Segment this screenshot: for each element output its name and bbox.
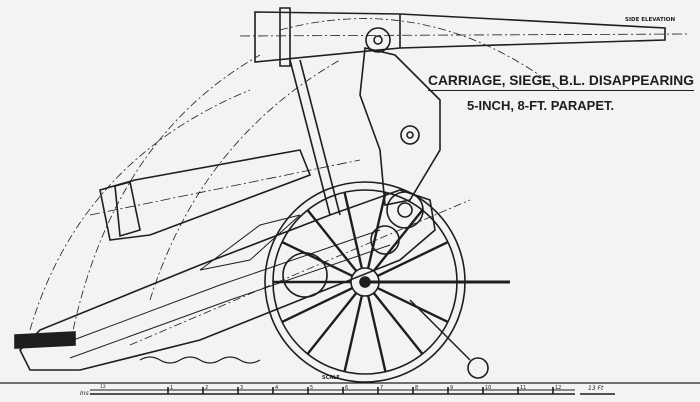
scale-tick-label: 1 [170, 385, 173, 391]
scale-tick-label: 11 [520, 385, 526, 391]
scale-tick-label: 7 [380, 385, 383, 391]
scale-tick-label: 3 [240, 385, 243, 391]
scale-tick-label: 8 [415, 385, 418, 391]
wheel-spoke [343, 295, 364, 372]
scale-tick-label: 10 [485, 385, 491, 391]
scale-tick-label: 9 [450, 385, 453, 391]
wheel-spoke [281, 286, 353, 323]
wheel-spoke [377, 241, 449, 278]
gun-barrel-lowered [89, 149, 361, 241]
scale-tick-label: 12 [555, 385, 561, 391]
scale-tick-label: 2 [205, 385, 208, 391]
trajectory-arcs [29, 18, 561, 346]
drawing-title: CARRIAGE, SIEGE, B.L. DISAPPEARING [428, 72, 694, 92]
scale-inches-label: Ins [80, 390, 89, 397]
wheel [264, 181, 510, 383]
wheel-spoke [372, 209, 424, 272]
wheel-spoke [366, 192, 387, 269]
gun-barrel-raised [239, 7, 691, 67]
chain [139, 356, 261, 364]
scale-tick-label: 5 [310, 385, 313, 391]
drawing-subtitle: 5-INCH, 8-FT. PARAPET. [467, 98, 615, 113]
elevating-arm [289, 47, 441, 216]
wheel-spoke [343, 192, 364, 269]
view-label: SIDE ELEVATION [625, 17, 675, 23]
wheel-spoke [372, 292, 424, 355]
scale-inches-value: 12 [100, 384, 106, 390]
wheel-spoke [366, 295, 387, 372]
scale-label: SCALE [322, 375, 340, 381]
wheel-spoke [281, 241, 353, 278]
scale-tick-label: 4 [275, 385, 278, 391]
scale-end-label: 13 Ft [588, 385, 604, 392]
wheel-spoke [306, 209, 358, 272]
scale-tick-label: 6 [345, 385, 348, 391]
carriage-body [14, 189, 436, 371]
wheel-spoke [306, 292, 358, 355]
wheel-spoke [377, 286, 449, 323]
